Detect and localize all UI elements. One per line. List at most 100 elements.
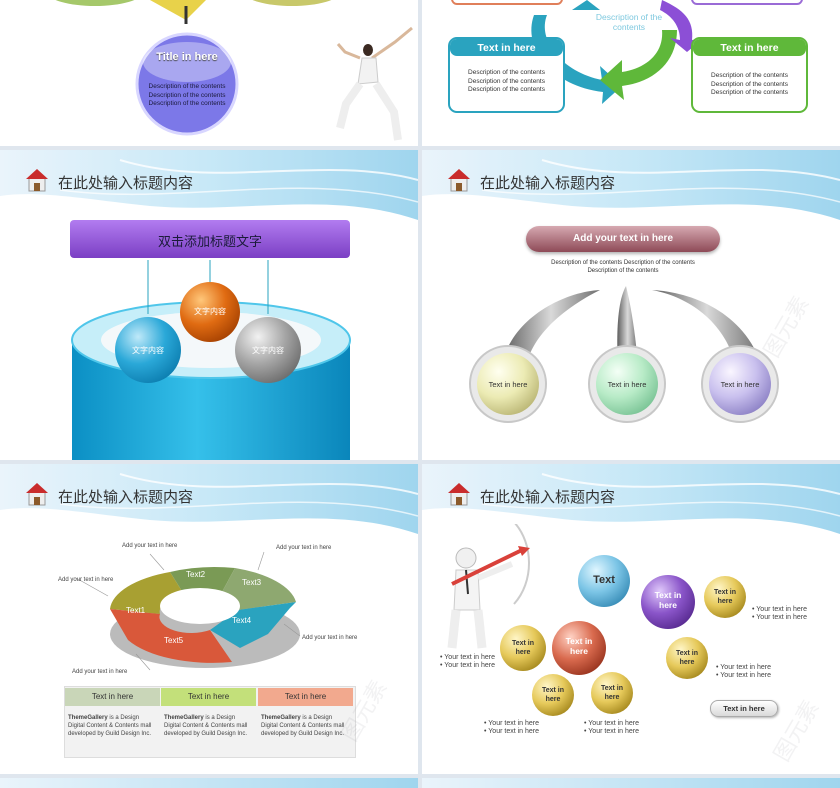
purple-ball-label: Text in here [654,590,682,610]
header-swoosh [0,150,418,220]
bullet-item: • Your text in here [716,664,772,671]
bullet-text: Your text in here [488,728,540,735]
left-box-description: Description of the contents Description … [450,69,563,95]
olive-petal-shape [252,0,332,6]
title-banner [70,220,350,258]
dancer-figure [336,26,413,141]
archer-figure [447,524,530,649]
left-orb-label: Text in here [488,380,528,389]
circle-title: Title in here [156,51,218,63]
blue-ball [115,317,181,383]
gray-ball-label: 文字内容 [252,346,284,355]
cell-text: is a Design Digital Content & Contents m… [261,715,345,737]
house-logo-icon [448,169,470,192]
green-arrow-shape [600,30,677,100]
yellow-small-ball [704,576,746,618]
purple-ball [641,575,695,629]
main-ball [578,555,630,607]
left-box-line: Description of the contents [468,69,545,76]
cell-text: is a Design Digital Content & Contents m… [164,715,248,737]
left-ball [500,625,546,671]
add-text-pill[interactable] [526,226,720,252]
segment-text5 [110,609,232,663]
segment-label-5: Text5 [164,636,184,645]
circle-description: Description of the contents Description … [137,83,237,109]
horn-orbs-graphic [469,286,779,423]
right-box-line: Description of the contents [711,80,788,88]
callout-top-left: Add your text in here [122,543,178,549]
circle-desc-line: Description of the contents [148,83,226,90]
slide-2[interactable]: Description of the contents Text in here… [422,0,840,146]
pill-desc-line: Description of the contents [587,268,659,274]
cell-text: is a Design Digital Content & Contents m… [68,715,152,737]
red-ball [552,621,606,675]
slide-2-graphics [448,0,808,113]
slide-1[interactable]: Title in here Description of the content… [0,0,418,146]
right-box-description: Description of the contents Description … [693,72,806,98]
bullet-text: Your text in here [488,720,540,727]
text-in-here-button[interactable]: Text in here [710,700,778,717]
pill-desc-line: Description of the contents Description … [551,260,695,266]
title-circle [135,32,239,136]
bullet-item: • Your text in here [584,728,640,735]
slide-title: 在此处输入标题内容 [480,174,616,192]
right-orb-label: Text in here [720,380,760,389]
table-header-2: Text in here [161,688,256,706]
slide-6[interactable]: 在此处输入标题内容 Text Text in here Text in here… [422,464,840,774]
bullet-text: Your text in here [720,664,772,671]
bullet-item: • Your text in here [752,606,808,613]
bullet-item: • Your text in here [484,720,540,727]
segment-text3 [222,568,296,610]
pill-description: Description of the contents Description … [512,259,734,275]
cell-bold: ThemeGallery [261,715,301,721]
top-left-box-edge [451,0,563,5]
bullet-item: • Your text in here [752,614,808,621]
slide-5[interactable]: 在此处输入标题内容 Text1 Text2 Text3 Text4 Text5 … [0,464,418,774]
slide-8-partial[interactable] [422,778,840,788]
main-ball-label: Text [593,574,615,586]
segment-text1 [110,572,185,614]
table-header-3: Text in here [258,688,353,706]
donut-diagram [75,551,301,671]
pill-label: Add your text in here [572,233,673,244]
callout-top-right: Add your text in here [276,545,332,551]
slide-title: 在此处输入标题内容 [58,488,194,506]
left-horn [502,290,600,366]
segment-label-1: Text1 [126,606,146,615]
circle-desc-line: Description of the contents [148,91,226,99]
table-header-1: Text in here [65,688,160,706]
bullets-bottom-mid: • Your text in here • Your text in here [584,720,639,736]
cylinder-diagram [71,260,351,460]
callout-left: Add your text in here [58,577,114,583]
house-logo-icon [26,169,48,192]
table-cell-2: ThemeGallery is a Design Digital Content… [164,714,252,738]
left-box-line: Description of the contents [468,86,545,93]
house-logo-icon [26,483,48,506]
yellow-connector-shape [150,0,206,20]
left-text-box [448,37,565,113]
right-text-box [691,37,808,113]
callout-right: Add your text in here [302,635,358,641]
bullets-left: • Your text in here • Your text in here [440,654,495,670]
bullet-text: Your text in here [588,720,640,727]
red-ball-label: Text in here [565,636,593,656]
left-box-title: Text in here [477,42,536,54]
segment-label-4: Text4 [232,616,252,625]
segment-label-2: Text2 [186,570,206,579]
archer-bubbles-graphic [447,524,746,716]
bullets-bottom-left: • Your text in here • Your text in here [484,720,539,736]
table-cell-3: ThemeGallery is a Design Digital Content… [261,714,349,738]
slide-7-partial[interactable] [0,778,418,788]
bullet-item: • Your text in here [716,672,772,679]
slide-1-graphics [55,0,413,141]
right-box-line: Description of the contents [711,89,788,96]
bullet-item: • Your text in here [440,662,496,669]
banner-text: 双击添加标题文字 [157,235,262,250]
slide-title: 在此处输入标题内容 [480,488,616,506]
partial-header [0,778,418,788]
house-logo-icon [448,483,470,506]
left-orb [477,353,539,415]
slide-3[interactable]: 在此处输入标题内容 双击添加标题文字 文字内容 文字内容 文字内容 [0,150,418,460]
slide-4[interactable]: 在此处输入标题内容 Add your text in here Descript… [422,150,840,460]
bullet-item: • Your text in here [440,654,496,661]
